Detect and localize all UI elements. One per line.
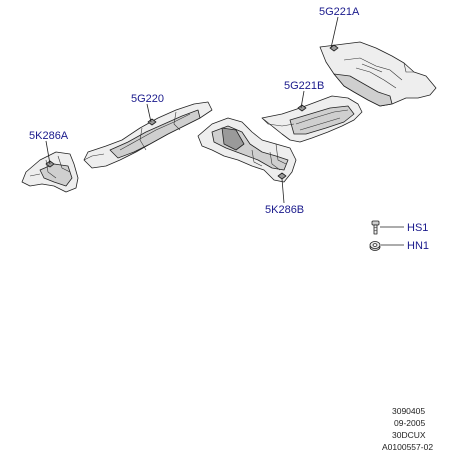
leader-front-left-shield: [45, 140, 51, 165]
screw-hs1[interactable]: [371, 220, 380, 235]
footer-illustration-id: A0100557-02: [382, 442, 433, 452]
leader-rear-shield: [330, 16, 339, 49]
leader-front-right-shield: [281, 178, 285, 204]
front-left-heat-shield[interactable]: [21, 151, 79, 193]
callout-rear-shield: 5G221A: [319, 6, 360, 18]
front-right-heat-shield[interactable]: [197, 117, 297, 183]
footer-code-2: 30DCUX: [392, 430, 426, 440]
leader-tunnel-shield: [146, 103, 152, 123]
callout-tunnel-shield: 5G220: [131, 93, 164, 105]
tunnel-heat-shield[interactable]: [83, 101, 213, 169]
middle-heat-shield[interactable]: [261, 95, 363, 143]
callout-middle-shield: 5G221B: [284, 80, 324, 92]
leader-middle-shield: [300, 90, 305, 109]
callout-screw: HS1: [407, 222, 428, 234]
callout-front-left-shield: 5K286A: [29, 130, 69, 142]
callout-front-right-shield: 5K286B: [265, 204, 304, 216]
footer-code-1: 3090405: [392, 406, 425, 416]
footer-date: 09-2005: [394, 418, 425, 428]
nut-hn1[interactable]: [369, 241, 381, 251]
callout-nut: HN1: [407, 240, 429, 252]
rear-heat-shield[interactable]: [319, 41, 437, 107]
